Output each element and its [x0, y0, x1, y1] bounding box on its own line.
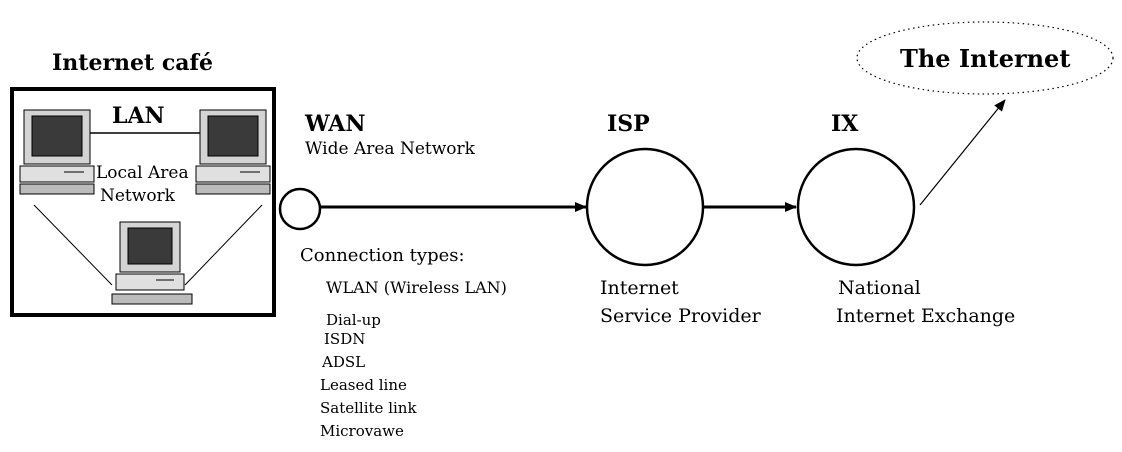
isp-node: [585, 147, 705, 267]
internet-cafe-box: [10, 87, 276, 317]
isp-description: Service Provider: [600, 305, 761, 327]
connection-type-item: ADSL: [322, 353, 366, 371]
lan-link-line-right: [184, 204, 263, 286]
ix-description: National: [838, 277, 921, 299]
internet-cloud: [856, 21, 1114, 95]
ix-to-internet-arrow: [919, 99, 1006, 206]
connection-type-item: WLAN (Wireless LAN): [326, 278, 507, 297]
wan-description: Wide Area Network: [305, 139, 475, 159]
lan-description: Network: [100, 186, 175, 206]
wan-node: [278, 187, 322, 231]
ix-description: Internet Exchange: [836, 305, 1016, 327]
internet-label: The Internet: [900, 44, 1071, 73]
connection-type-item: ISDN: [324, 330, 366, 348]
internet-cafe-title: Internet café: [52, 50, 213, 76]
lan-description: Local Area: [96, 163, 189, 183]
computer-icon: [111, 221, 193, 305]
computer-icon: [19, 109, 95, 195]
ix-label: IX: [831, 111, 859, 137]
connection-type-item: Satellite link: [320, 399, 417, 417]
connection-type-item: Dial-up: [326, 311, 381, 329]
connection-type-item: Leased line: [320, 376, 407, 394]
computer-icon: [195, 109, 271, 195]
connection-types-heading: Connection types:: [300, 245, 465, 266]
isp-label: ISP: [607, 111, 650, 137]
isp-description: Internet: [600, 277, 679, 299]
connection-type-item: Microvawe: [320, 422, 404, 440]
ix-node: [796, 147, 916, 267]
wan-label: WAN: [305, 111, 366, 137]
lan-label: LAN: [112, 103, 165, 129]
lan-link-line-left: [33, 204, 113, 286]
